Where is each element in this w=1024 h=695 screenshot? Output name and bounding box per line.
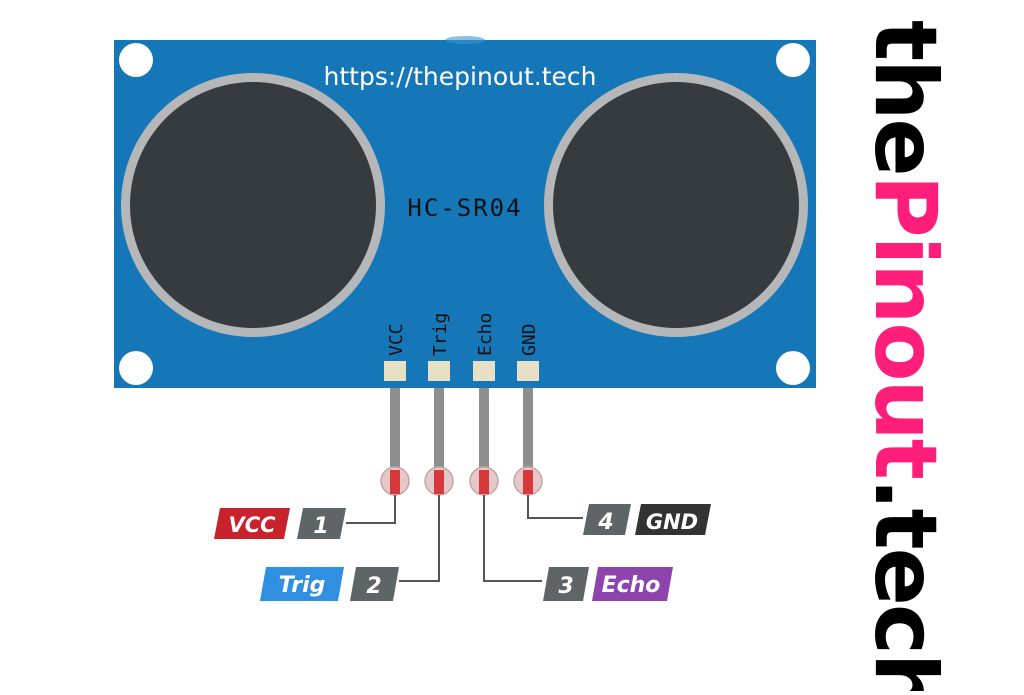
leader-line-2 (399, 495, 440, 582)
pin-name-tag-gnd (635, 504, 711, 535)
pin-number-1: 1 (313, 514, 328, 539)
header-pin-2 (424, 388, 454, 496)
pin-number-tag-3 (543, 567, 589, 601)
pin-number-tag-2 (350, 567, 399, 601)
pin-tag-3: 3 Echo (543, 567, 673, 601)
leader-line-3 (483, 495, 542, 582)
silk-label-echo: Echo (475, 313, 496, 356)
board-model-label: HC-SR04 (407, 194, 522, 222)
pin-number-3: 3 (558, 574, 573, 599)
pad-vcc (384, 361, 406, 381)
transducer-right (544, 73, 808, 337)
pin-name-gnd: GND (646, 510, 698, 534)
sensor-board: https://thepinout.tech HC-SR04 VCC Trig … (114, 36, 816, 388)
leader-line-1 (346, 495, 396, 524)
mounting-hole-bottom-left (119, 351, 153, 385)
header-pin-4 (513, 388, 543, 496)
pad-echo (473, 361, 495, 381)
logo-text-pinout: Pinout (855, 175, 955, 479)
mounting-hole-bottom-right (776, 351, 810, 385)
header-pin-1 (380, 388, 410, 496)
silk-label-gnd: GND (519, 323, 540, 356)
header-pins (380, 388, 543, 496)
pad-trig (428, 361, 450, 381)
transducer-left (121, 73, 385, 337)
pin-name-trig: Trig (279, 573, 326, 598)
board-url: https://thepinout.tech (324, 62, 597, 91)
leader-line-4 (527, 495, 583, 519)
svg-text:thePinout.tech: thePinout.tech (855, 20, 955, 691)
silk-label-vcc: VCC (386, 323, 407, 356)
pin-number-4: 4 (597, 510, 613, 535)
pin-tag-4: 4 GND (583, 504, 711, 535)
logo-text-the: the (855, 20, 955, 175)
mounting-hole-top-left (119, 43, 153, 77)
pin-name-tag-echo (592, 567, 673, 601)
pin-name-tag-trig (260, 567, 344, 601)
pin-number-2: 2 (366, 574, 381, 599)
pin-tag-1: VCC 1 (214, 508, 346, 539)
pin-name-vcc: VCC (228, 513, 276, 537)
pin-number-tag-4 (583, 504, 631, 535)
header-pin-3 (469, 388, 499, 496)
pin-name-tag-vcc (214, 508, 290, 539)
mounting-hole-top-right (776, 43, 810, 77)
logo-text-tech: .tech (855, 478, 955, 691)
pin-number-tag-1 (297, 508, 346, 539)
leader-lines (346, 495, 583, 582)
pad-gnd (517, 361, 539, 381)
site-logo: thePinout.tech (855, 20, 955, 695)
pin-tag-2: Trig 2 (260, 567, 399, 601)
silk-label-trig: Trig (430, 313, 451, 356)
pin-name-echo: Echo (602, 573, 661, 598)
